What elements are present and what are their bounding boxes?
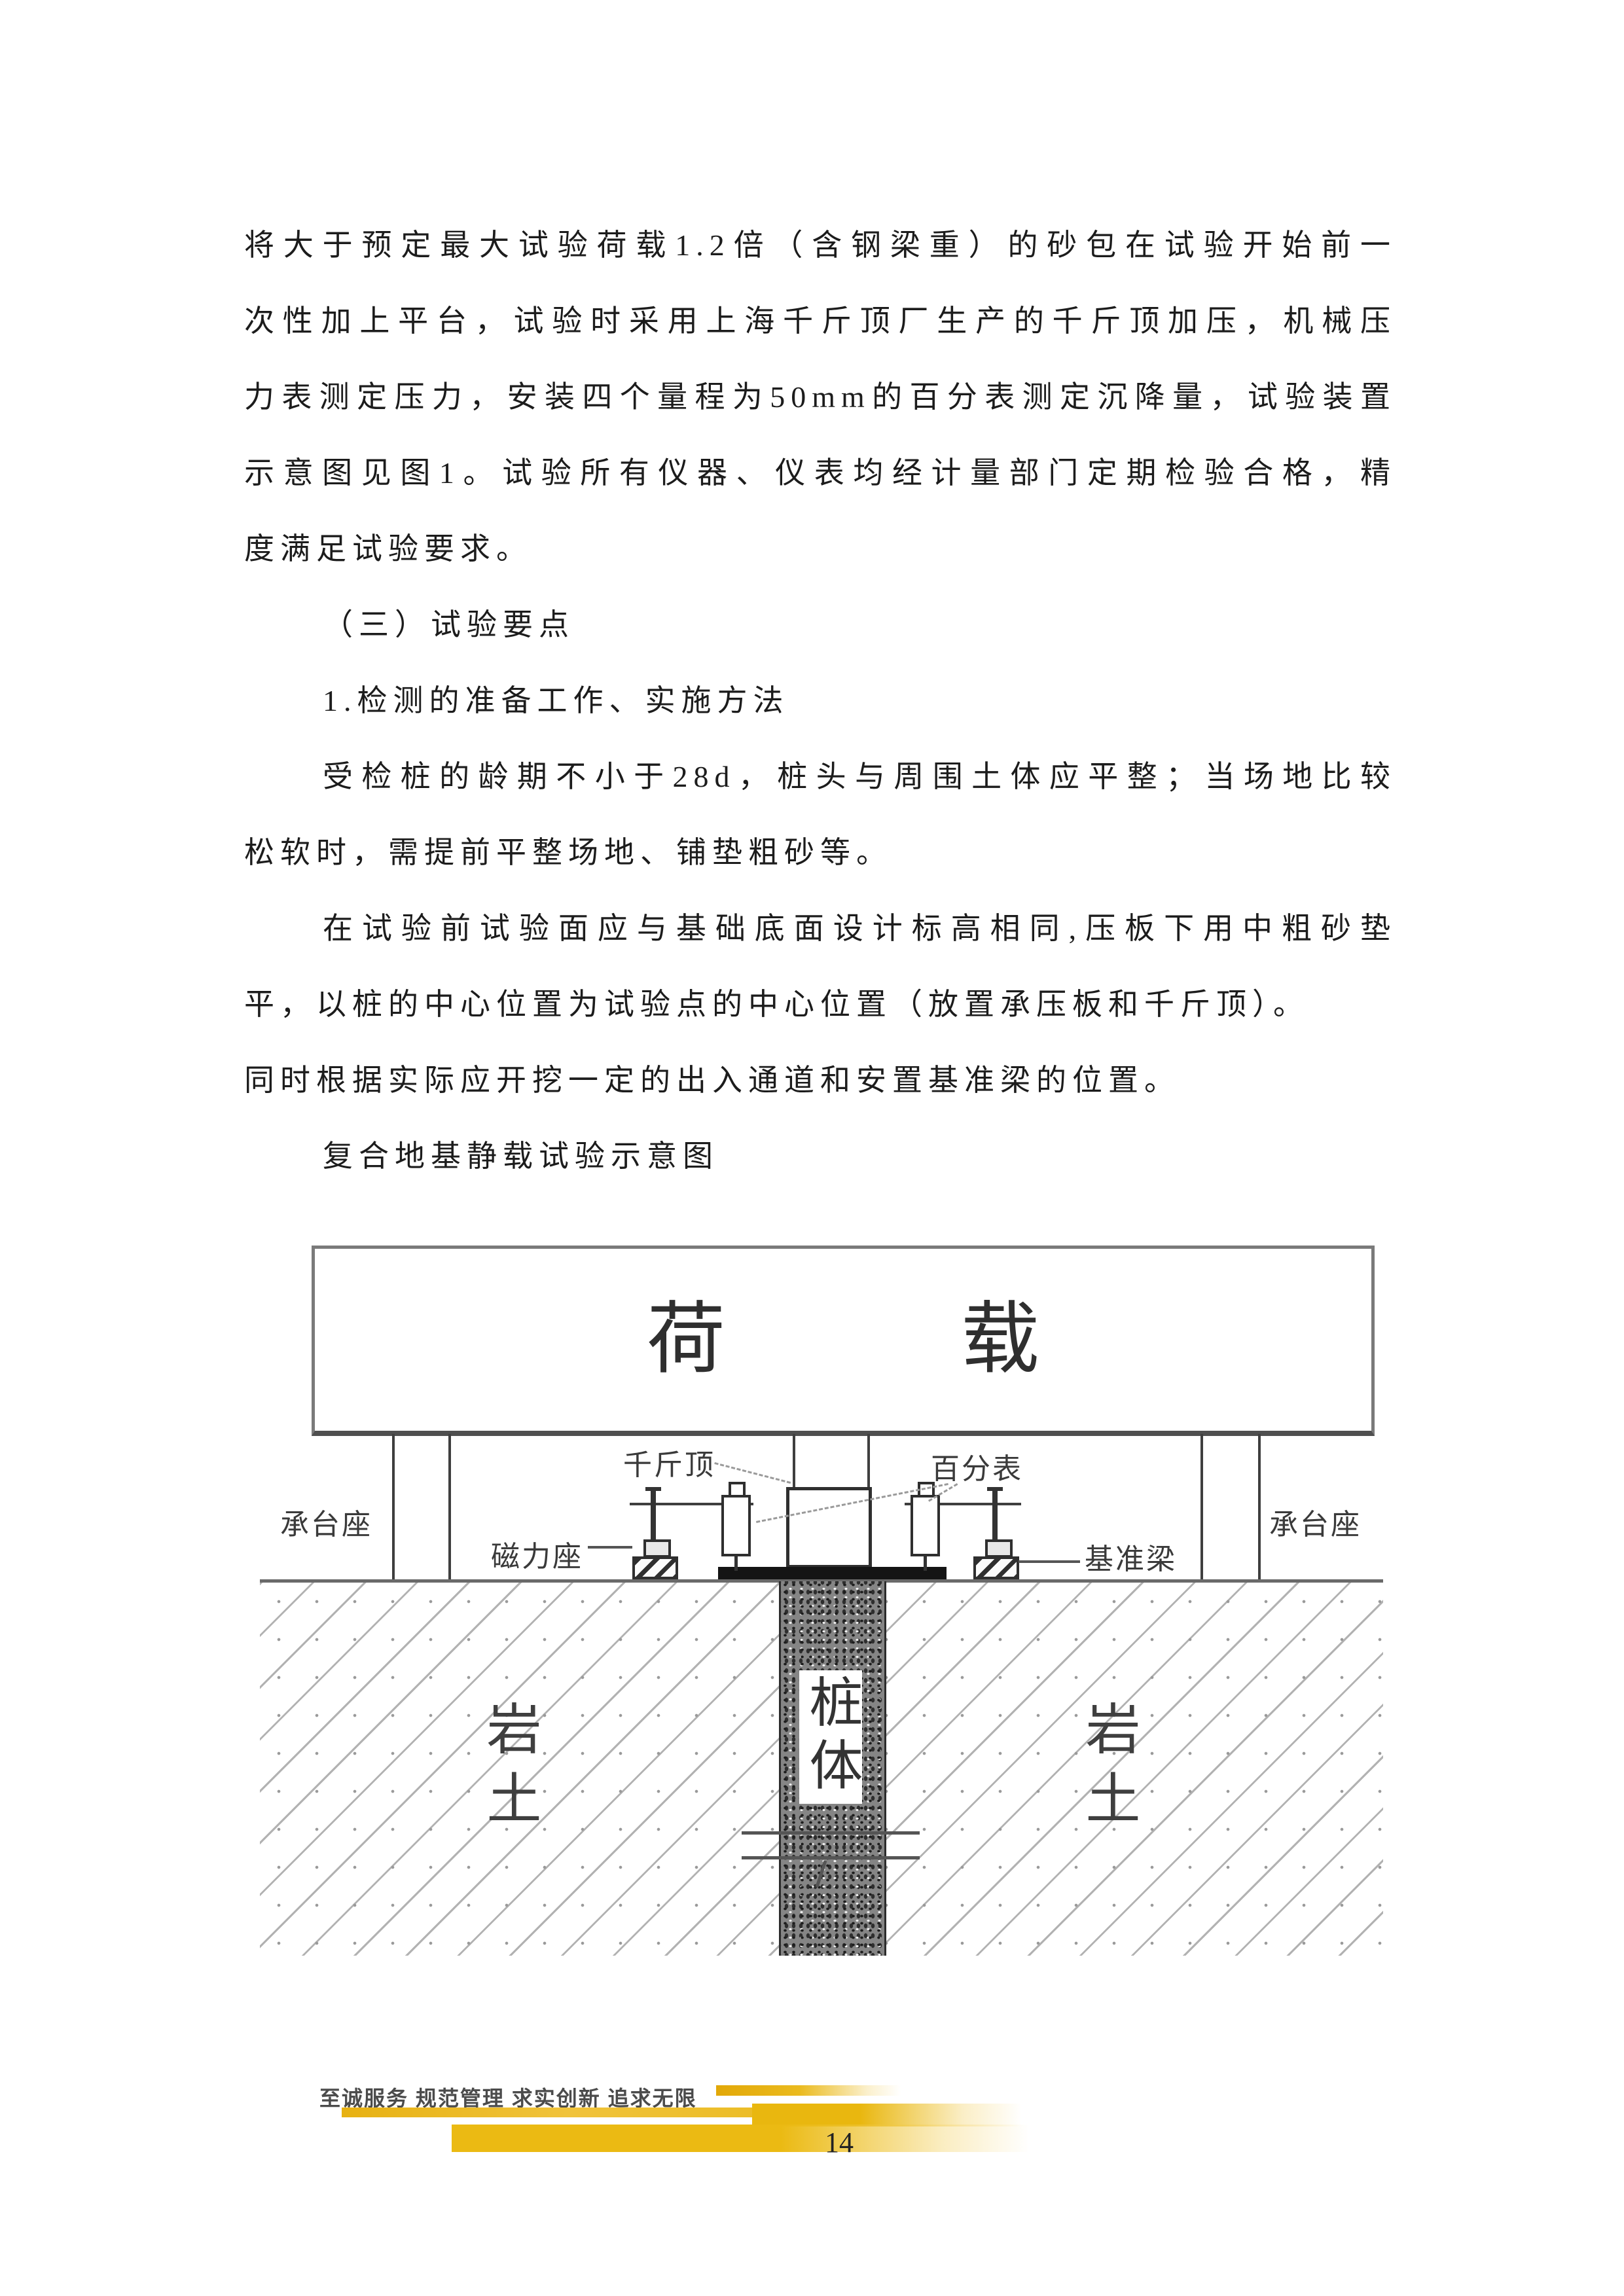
footer-accent-bar	[342, 2108, 752, 2117]
magnetic-base-label: 磁力座	[491, 1541, 583, 1573]
dial-gauge-stem	[734, 1556, 738, 1571]
footer-slogan: 至诚服务 规范管理 求实创新 追求无限	[319, 2087, 697, 2110]
text-line: 松软时，需提前平整场地、铺垫粗砂等。	[244, 836, 892, 869]
text-line: 同时根据实际应开挖一定的出入通道和安置基准梁的位置。	[244, 1064, 1180, 1097]
reference-beam-left	[630, 1503, 753, 1505]
text-line: 示意图见图1。试验所有仪器、仪表均经计量部门定期检验合格，精	[244, 456, 1396, 490]
load-char-left: 荷	[647, 1296, 725, 1383]
pile-cross-line	[742, 1831, 920, 1835]
support-column-line	[392, 1434, 395, 1579]
subsection-heading: 1.检测的准备工作、实施方法	[323, 684, 789, 717]
center-column-line	[867, 1434, 870, 1487]
magnetic-base-connector	[588, 1546, 632, 1549]
footer-accent-bar	[452, 2125, 1029, 2152]
dial-gauge-stem	[924, 1556, 927, 1571]
text-line: 度满足试验要求。	[244, 532, 532, 565]
dial-gauge-body	[721, 1495, 751, 1556]
pile-cross-line	[742, 1856, 920, 1859]
dial-gauge-body	[911, 1495, 940, 1556]
footer-accent-bar	[752, 2104, 1022, 2126]
dial-gauge-rod	[992, 1491, 998, 1543]
reference-beam-label: 基准梁	[1085, 1543, 1177, 1575]
text-line: 在试验前试验面应与基础底面设计标高相同,压板下用中粗砂垫	[323, 912, 1396, 945]
text-line: 次性加上平台，试验时采用上海千斤顶厂生产的千斤顶加压，机械压	[244, 304, 1396, 338]
dial-gauge-block	[643, 1539, 671, 1558]
dial-gauge-block	[985, 1539, 1013, 1558]
dial-gauge-cap	[645, 1487, 661, 1491]
dial-gauge-rod	[651, 1491, 656, 1543]
rock-soil-label-right: 岩土	[1077, 1700, 1138, 1839]
dial-gauge-cap	[987, 1487, 1003, 1491]
text-line: 力表测定压力，安装四个量程为50mm的百分表测定沉降量，试验装置	[244, 380, 1396, 414]
rock-soil-label-left: 岩土	[478, 1700, 539, 1839]
center-column-line	[793, 1434, 795, 1487]
support-column-line	[448, 1434, 451, 1579]
support-column-line	[1200, 1434, 1203, 1579]
load-box: 荷 载	[312, 1246, 1375, 1436]
jack-label: 千斤顶	[623, 1449, 715, 1481]
footer-accent-bar	[716, 2085, 901, 2096]
text-line: 将大于预定最大试验荷载1.2倍（含钢梁重）的砂包在试验开始前一	[244, 228, 1396, 262]
load-char-right: 载	[961, 1296, 1039, 1383]
section-heading: （三）试验要点	[323, 608, 575, 641]
platform-seat-label-right: 承台座	[1269, 1509, 1362, 1541]
text-line: 受检桩的龄期不小于28d，桩头与周围土体应平整；当场地比较	[323, 760, 1396, 793]
reference-beam-connector	[1019, 1560, 1080, 1563]
platform-seat-label-left: 承台座	[280, 1509, 372, 1541]
jack-body	[786, 1487, 872, 1568]
ground-line	[260, 1579, 1383, 1583]
figure-caption: 复合地基静载试验示意图	[323, 1139, 719, 1173]
page-number: 14	[825, 2126, 854, 2159]
bearing-plate	[718, 1567, 947, 1581]
pile-body-label: 桩体	[799, 1670, 862, 1804]
magnetic-base-left	[632, 1556, 678, 1579]
dial-gauge-label: 百分表	[931, 1453, 1023, 1485]
jack-pointer-line	[714, 1462, 791, 1484]
magnetic-base-right	[973, 1556, 1019, 1579]
text-line: 平，以桩的中心位置为试验点的中心位置（放置承压板和千斤顶）。	[244, 988, 1309, 1021]
support-column-line	[1258, 1434, 1261, 1579]
reference-beam-right	[905, 1503, 1021, 1505]
text-block: 将大于预定最大试验荷载1.2倍（含钢梁重）的砂包在试验开始前一 次性加上平台，试…	[244, 207, 1396, 1194]
